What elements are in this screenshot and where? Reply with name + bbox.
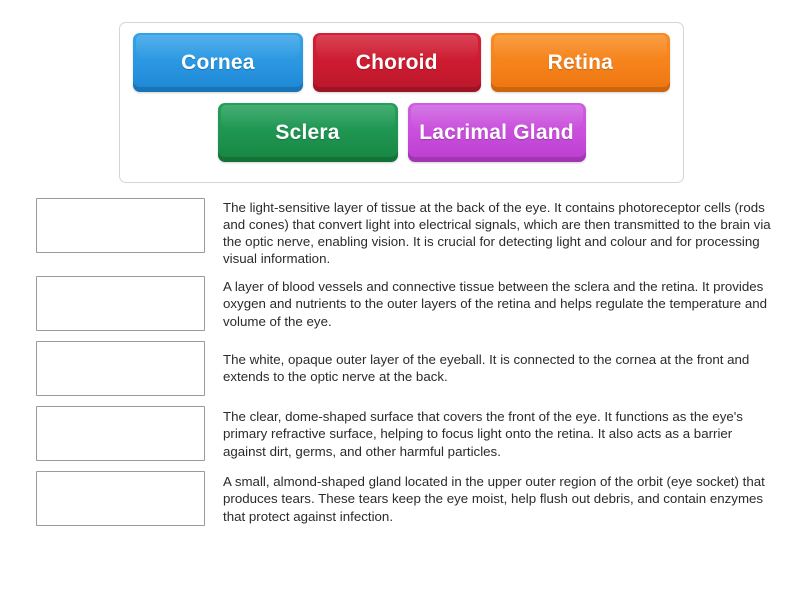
answer-tile-cornea[interactable]: Cornea bbox=[133, 33, 303, 92]
answer-tile-label: Sclera bbox=[275, 120, 340, 144]
answer-dropzone-2[interactable] bbox=[36, 276, 205, 332]
answer-tile-label: Retina bbox=[547, 50, 614, 74]
answer-tile-label: Lacrimal Gland bbox=[419, 120, 574, 144]
answer-tile-bank: Cornea Choroid Retina Sclera Lacrimal Gl… bbox=[119, 22, 684, 183]
match-row: A small, almond-shaped gland located in … bbox=[0, 471, 800, 527]
answer-tile-sclera[interactable]: Sclera bbox=[217, 103, 398, 162]
answer-tile-lacrimal-gland[interactable]: Lacrimal Gland bbox=[407, 103, 586, 162]
answer-tile-choroid[interactable]: Choroid bbox=[312, 33, 481, 92]
match-question-list: The light-sensitive layer of tissue at t… bbox=[0, 198, 800, 527]
definition-text-4: The clear, dome-shaped surface that cove… bbox=[223, 409, 743, 459]
match-row: The light-sensitive layer of tissue at t… bbox=[0, 198, 800, 267]
definition-text-1: The light-sensitive layer of tissue at t… bbox=[223, 200, 771, 267]
answer-dropzone-4[interactable] bbox=[36, 406, 205, 462]
definition-text-2: A layer of blood vessels and connective … bbox=[223, 279, 768, 329]
answer-tile-label: Choroid bbox=[355, 50, 438, 74]
answer-dropzone-1[interactable] bbox=[36, 198, 205, 253]
answer-dropzone-3[interactable] bbox=[36, 341, 205, 397]
answer-tile-label: Cornea bbox=[181, 50, 255, 74]
answer-dropzone-5[interactable] bbox=[36, 471, 205, 527]
definition-text-5: A small, almond-shaped gland located in … bbox=[223, 474, 765, 524]
match-row: The white, opaque outer layer of the eye… bbox=[0, 341, 800, 397]
definition-text-3: The white, opaque outer layer of the eye… bbox=[223, 352, 750, 385]
tile-bank-row-1: Cornea Choroid Retina bbox=[128, 31, 675, 92]
match-row: A layer of blood vessels and connective … bbox=[0, 276, 800, 332]
tile-bank-row-2: Sclera Lacrimal Gland bbox=[128, 92, 675, 162]
match-row: The clear, dome-shaped surface that cove… bbox=[0, 406, 800, 462]
answer-tile-retina[interactable]: Retina bbox=[490, 33, 670, 92]
